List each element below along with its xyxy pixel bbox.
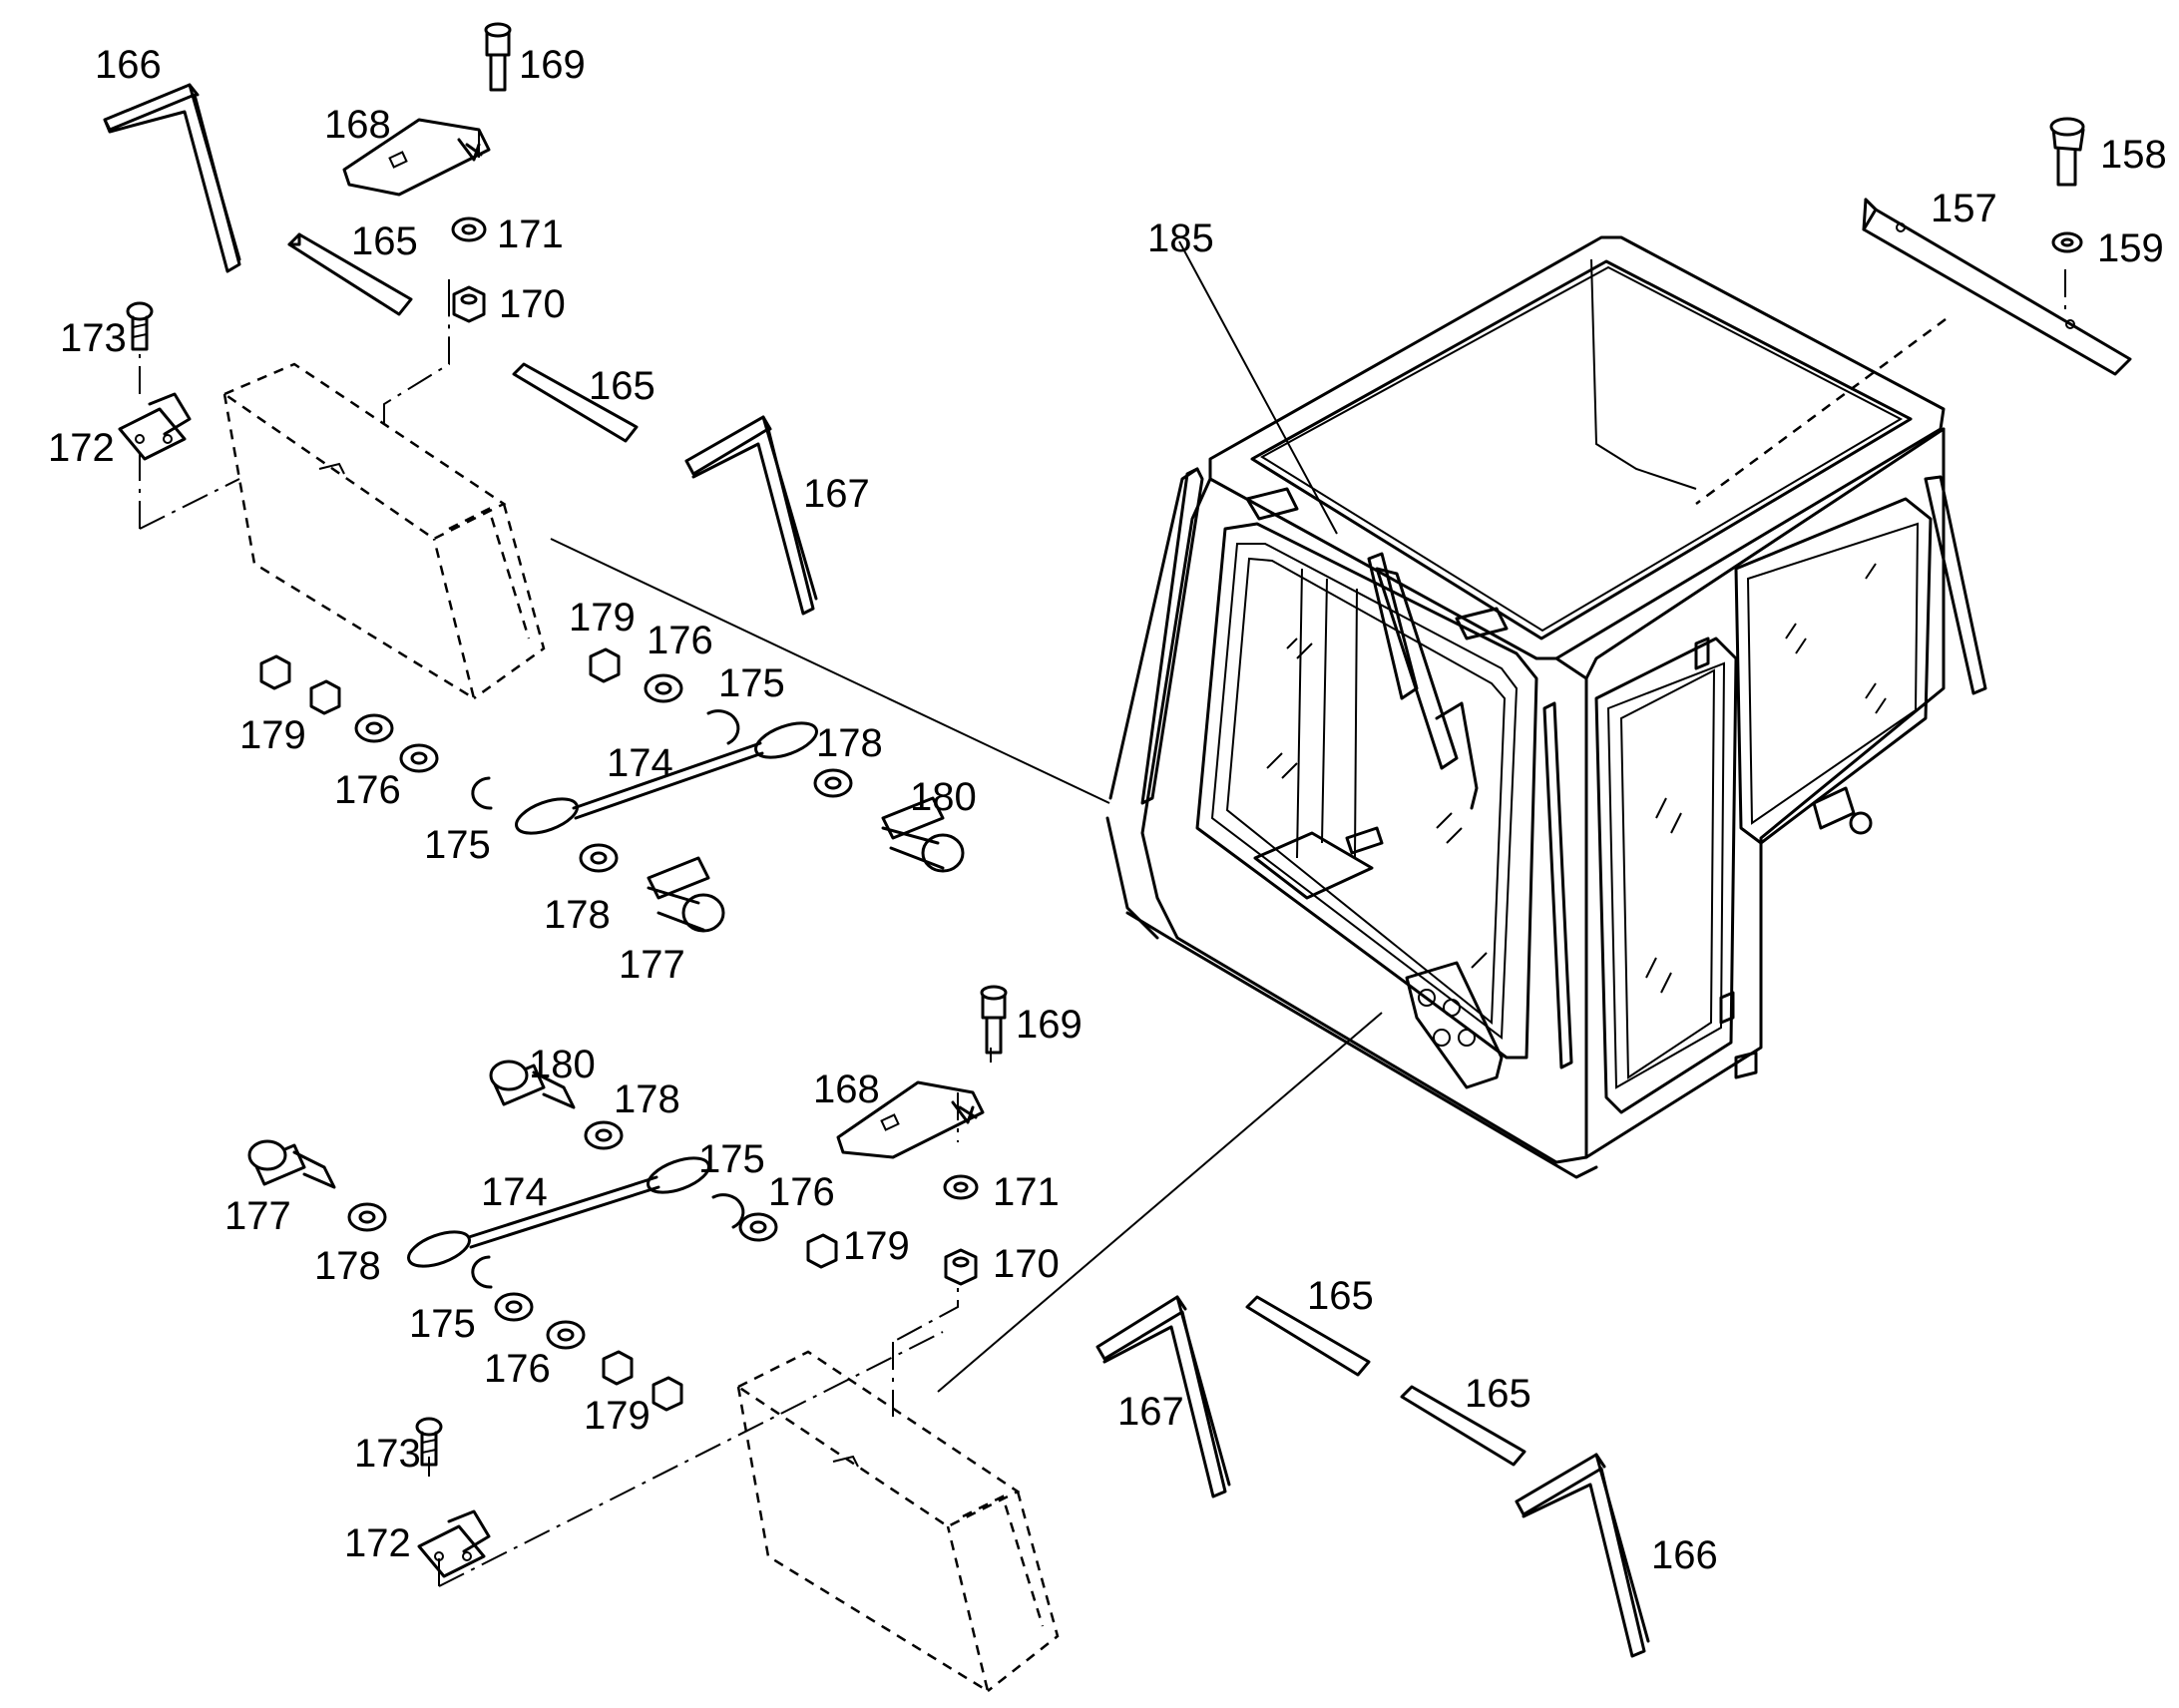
- bracket-166-upper: [103, 83, 241, 273]
- hinge-168-lower: [836, 1080, 985, 1159]
- upper-hardware-right: [589, 647, 965, 873]
- upper-hardware-left: [259, 654, 725, 933]
- screw-173-lower: [415, 1417, 443, 1467]
- label-180-lower: 180: [529, 1043, 596, 1086]
- nut-170-upper: [452, 285, 486, 323]
- bracket-167-upper: [684, 415, 818, 616]
- label-173-upper: 173: [60, 316, 127, 360]
- plate-157: [1862, 198, 2132, 376]
- leader-lines: [139, 130, 2066, 1587]
- label-166-lower: 166: [1651, 1533, 1718, 1577]
- label-175-upper-left: 175: [424, 823, 491, 867]
- lower-hardware-upper-row: [489, 1060, 838, 1269]
- washer-171-upper: [451, 216, 487, 242]
- label-168-lower: 168: [813, 1068, 880, 1111]
- label-176-upper-right: 176: [647, 619, 713, 662]
- label-176-lower-left: 176: [484, 1347, 551, 1391]
- label-167-lower: 167: [1117, 1390, 1184, 1434]
- washer-159: [2051, 231, 2083, 253]
- bracket-166-lower: [1515, 1453, 1650, 1658]
- cab-assembly: [1105, 235, 1987, 1179]
- label-166-upper: 166: [95, 43, 162, 87]
- strip-165-lower-a: [1245, 1295, 1371, 1377]
- bolt-169-lower: [980, 985, 1008, 1055]
- label-175-upper-right: 175: [718, 661, 785, 705]
- label-179-upper-left: 179: [239, 713, 306, 757]
- label-167-upper: 167: [803, 472, 870, 516]
- label-158: 158: [2100, 133, 2167, 177]
- label-171-lower: 171: [993, 1170, 1060, 1214]
- label-175-lower-right: 175: [698, 1137, 765, 1181]
- label-185: 185: [1147, 216, 1214, 260]
- label-174-lower: 174: [481, 1170, 548, 1214]
- bracket-167-lower: [1095, 1295, 1231, 1498]
- label-176-lower-right: 176: [768, 1170, 835, 1214]
- label-157: 157: [1931, 187, 1997, 230]
- label-171-upper: 171: [497, 213, 564, 256]
- label-178-lower-right: 178: [614, 1077, 680, 1121]
- label-177-upper: 177: [619, 943, 685, 987]
- label-165-upper-a: 165: [351, 219, 418, 263]
- washer-171-lower: [943, 1174, 979, 1200]
- part-labels: 166 169 168 171 165 170 173 165 172 167 …: [48, 43, 2167, 1577]
- label-178-upper-right: 178: [816, 721, 883, 765]
- lower-hardware-lower-row: [247, 1139, 683, 1412]
- cable-174-upper: [515, 721, 818, 835]
- label-165-upper-b: 165: [589, 364, 655, 408]
- label-172-upper: 172: [48, 426, 115, 470]
- label-165-lower-a: 165: [1307, 1274, 1374, 1318]
- label-172-lower: 172: [344, 1521, 411, 1565]
- screw-173-upper: [126, 301, 154, 351]
- label-178-upper-left: 178: [544, 893, 611, 937]
- label-175-lower-left: 175: [409, 1302, 476, 1346]
- strip-165-lower-b: [1400, 1385, 1526, 1467]
- nut-170-lower: [944, 1248, 978, 1286]
- label-179-upper-right: 179: [569, 596, 636, 640]
- label-173-lower: 173: [354, 1432, 421, 1476]
- label-169-lower: 169: [1016, 1003, 1083, 1047]
- bolt-158: [2049, 117, 2085, 187]
- label-169-upper: 169: [519, 43, 586, 87]
- label-180-upper: 180: [910, 775, 977, 819]
- label-179-lower-left: 179: [584, 1394, 651, 1438]
- hinge-168-upper: [342, 118, 491, 197]
- label-179-lower-right: 179: [843, 1224, 910, 1268]
- label-168-upper: 168: [324, 103, 391, 147]
- bolt-169-upper: [484, 22, 512, 92]
- strip-165-upper-a: [287, 232, 413, 316]
- label-174-upper: 174: [607, 741, 673, 785]
- strip-165-upper-b: [512, 362, 639, 443]
- label-165-lower-b: 165: [1465, 1372, 1531, 1416]
- label-170-upper: 170: [499, 282, 566, 326]
- toolbox-upper: [221, 362, 546, 701]
- clip-172-lower: [417, 1509, 491, 1578]
- label-159: 159: [2097, 226, 2164, 270]
- clip-172-upper: [118, 392, 192, 461]
- toolbox-lower: [735, 1350, 1060, 1694]
- label-177-lower: 177: [224, 1194, 291, 1238]
- cable-174-lower: [407, 1156, 710, 1268]
- label-176-upper-left: 176: [334, 768, 401, 812]
- label-170-lower: 170: [993, 1242, 1060, 1286]
- label-178-lower-left: 178: [314, 1244, 381, 1288]
